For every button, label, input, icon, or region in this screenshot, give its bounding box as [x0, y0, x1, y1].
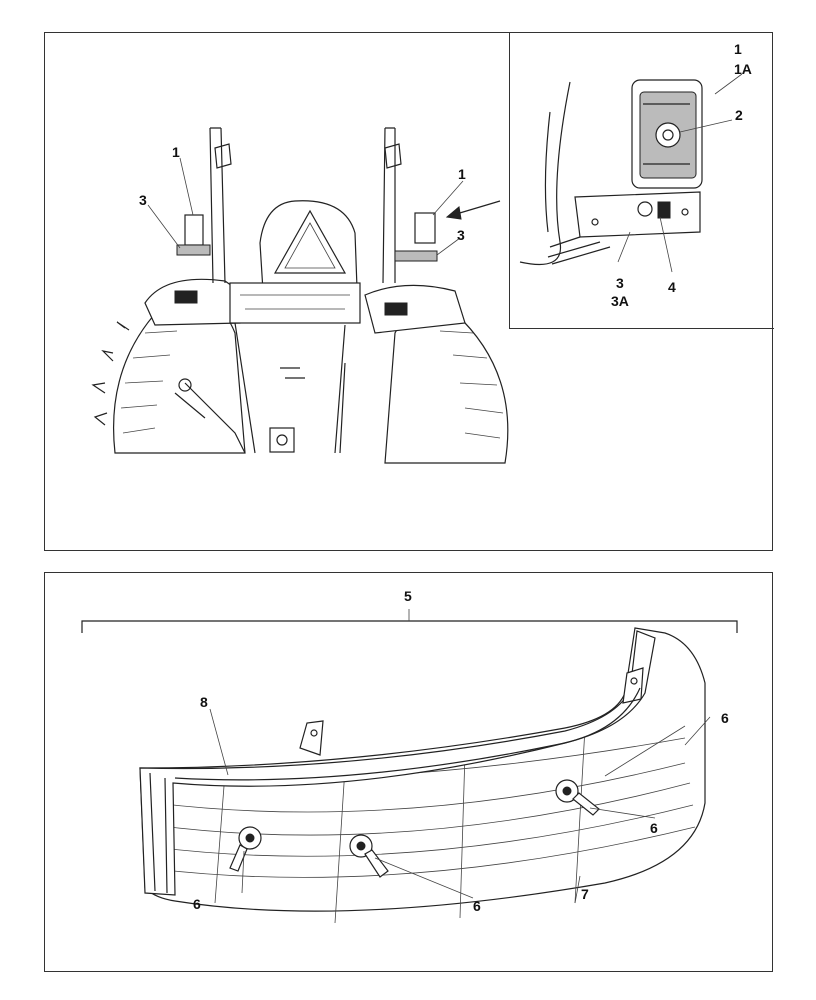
- assembly-bracket-line: [81, 620, 738, 633]
- inset-callout-bracket: 3: [616, 275, 624, 291]
- tractor-rear-view-panel: 1 3 1 3 1 1A 2 3 3A: [44, 32, 774, 551]
- left-lamp-bracket: [176, 244, 211, 256]
- lamp-assembly-panel: 5 8 6 6 6 6 7: [44, 572, 773, 972]
- tractor-illustration: 1 3 1 3: [91, 127, 509, 464]
- right-lamp-bracket: [394, 250, 438, 262]
- left-fender-lamp: [174, 290, 198, 304]
- rear-housing: [229, 282, 361, 324]
- lamp-assembly-illustration: 5 8 6 6 6 6 7: [81, 588, 738, 924]
- callout-bulb-socket-top-right: 6: [721, 710, 729, 726]
- lamp-frame: [139, 630, 656, 896]
- callout-left-bracket: 3: [139, 192, 147, 208]
- inset-callout-bulb: 2: [735, 107, 743, 123]
- smv-triangle: [273, 209, 347, 274]
- left-mount-tab: [299, 720, 324, 756]
- lamp-detail-inset: 1 1A 2 3 3A 4: [509, 32, 774, 329]
- detail-arrow: [452, 200, 501, 216]
- left-work-lamp: [184, 214, 204, 246]
- inset-callout-lamp-alt: 1A: [734, 61, 752, 77]
- right-fender: [364, 284, 466, 334]
- bulb-socket-3: [555, 779, 600, 816]
- left-rops-post: [209, 127, 226, 284]
- right-work-lamp: [414, 212, 436, 244]
- right-mount-tab: [622, 667, 644, 704]
- callout-bulb-socket-left: 6: [193, 896, 201, 912]
- callout-left-lamp: 1: [172, 144, 180, 160]
- inset-callout-bracket-alt: 3A: [611, 293, 629, 309]
- bulb-socket-2: [349, 834, 389, 878]
- three-point-hitch: [174, 362, 346, 454]
- wire-harness: [174, 687, 641, 781]
- callout-assembly: 5: [404, 588, 412, 604]
- right-fender-lamp: [384, 302, 408, 316]
- callout-harness: 8: [200, 694, 208, 710]
- detail-bracket: [574, 191, 701, 238]
- callout-lens: 7: [581, 886, 589, 902]
- bulb-socket-1: [229, 826, 262, 872]
- callout-right-lamp: 1: [458, 166, 466, 182]
- callout-bulb-socket-middle: 6: [473, 898, 481, 914]
- inset-callout-socket: 4: [668, 279, 676, 295]
- detail-bulb: [655, 122, 681, 148]
- inset-callout-lamp: 1: [734, 41, 742, 57]
- callout-right-bracket: 3: [457, 227, 465, 243]
- detail-bulb-socket: [637, 201, 653, 217]
- lamp-detail-illustration: 1 1A 2 3 3A 4: [519, 41, 752, 309]
- callout-bulb-socket-right: 6: [650, 820, 658, 836]
